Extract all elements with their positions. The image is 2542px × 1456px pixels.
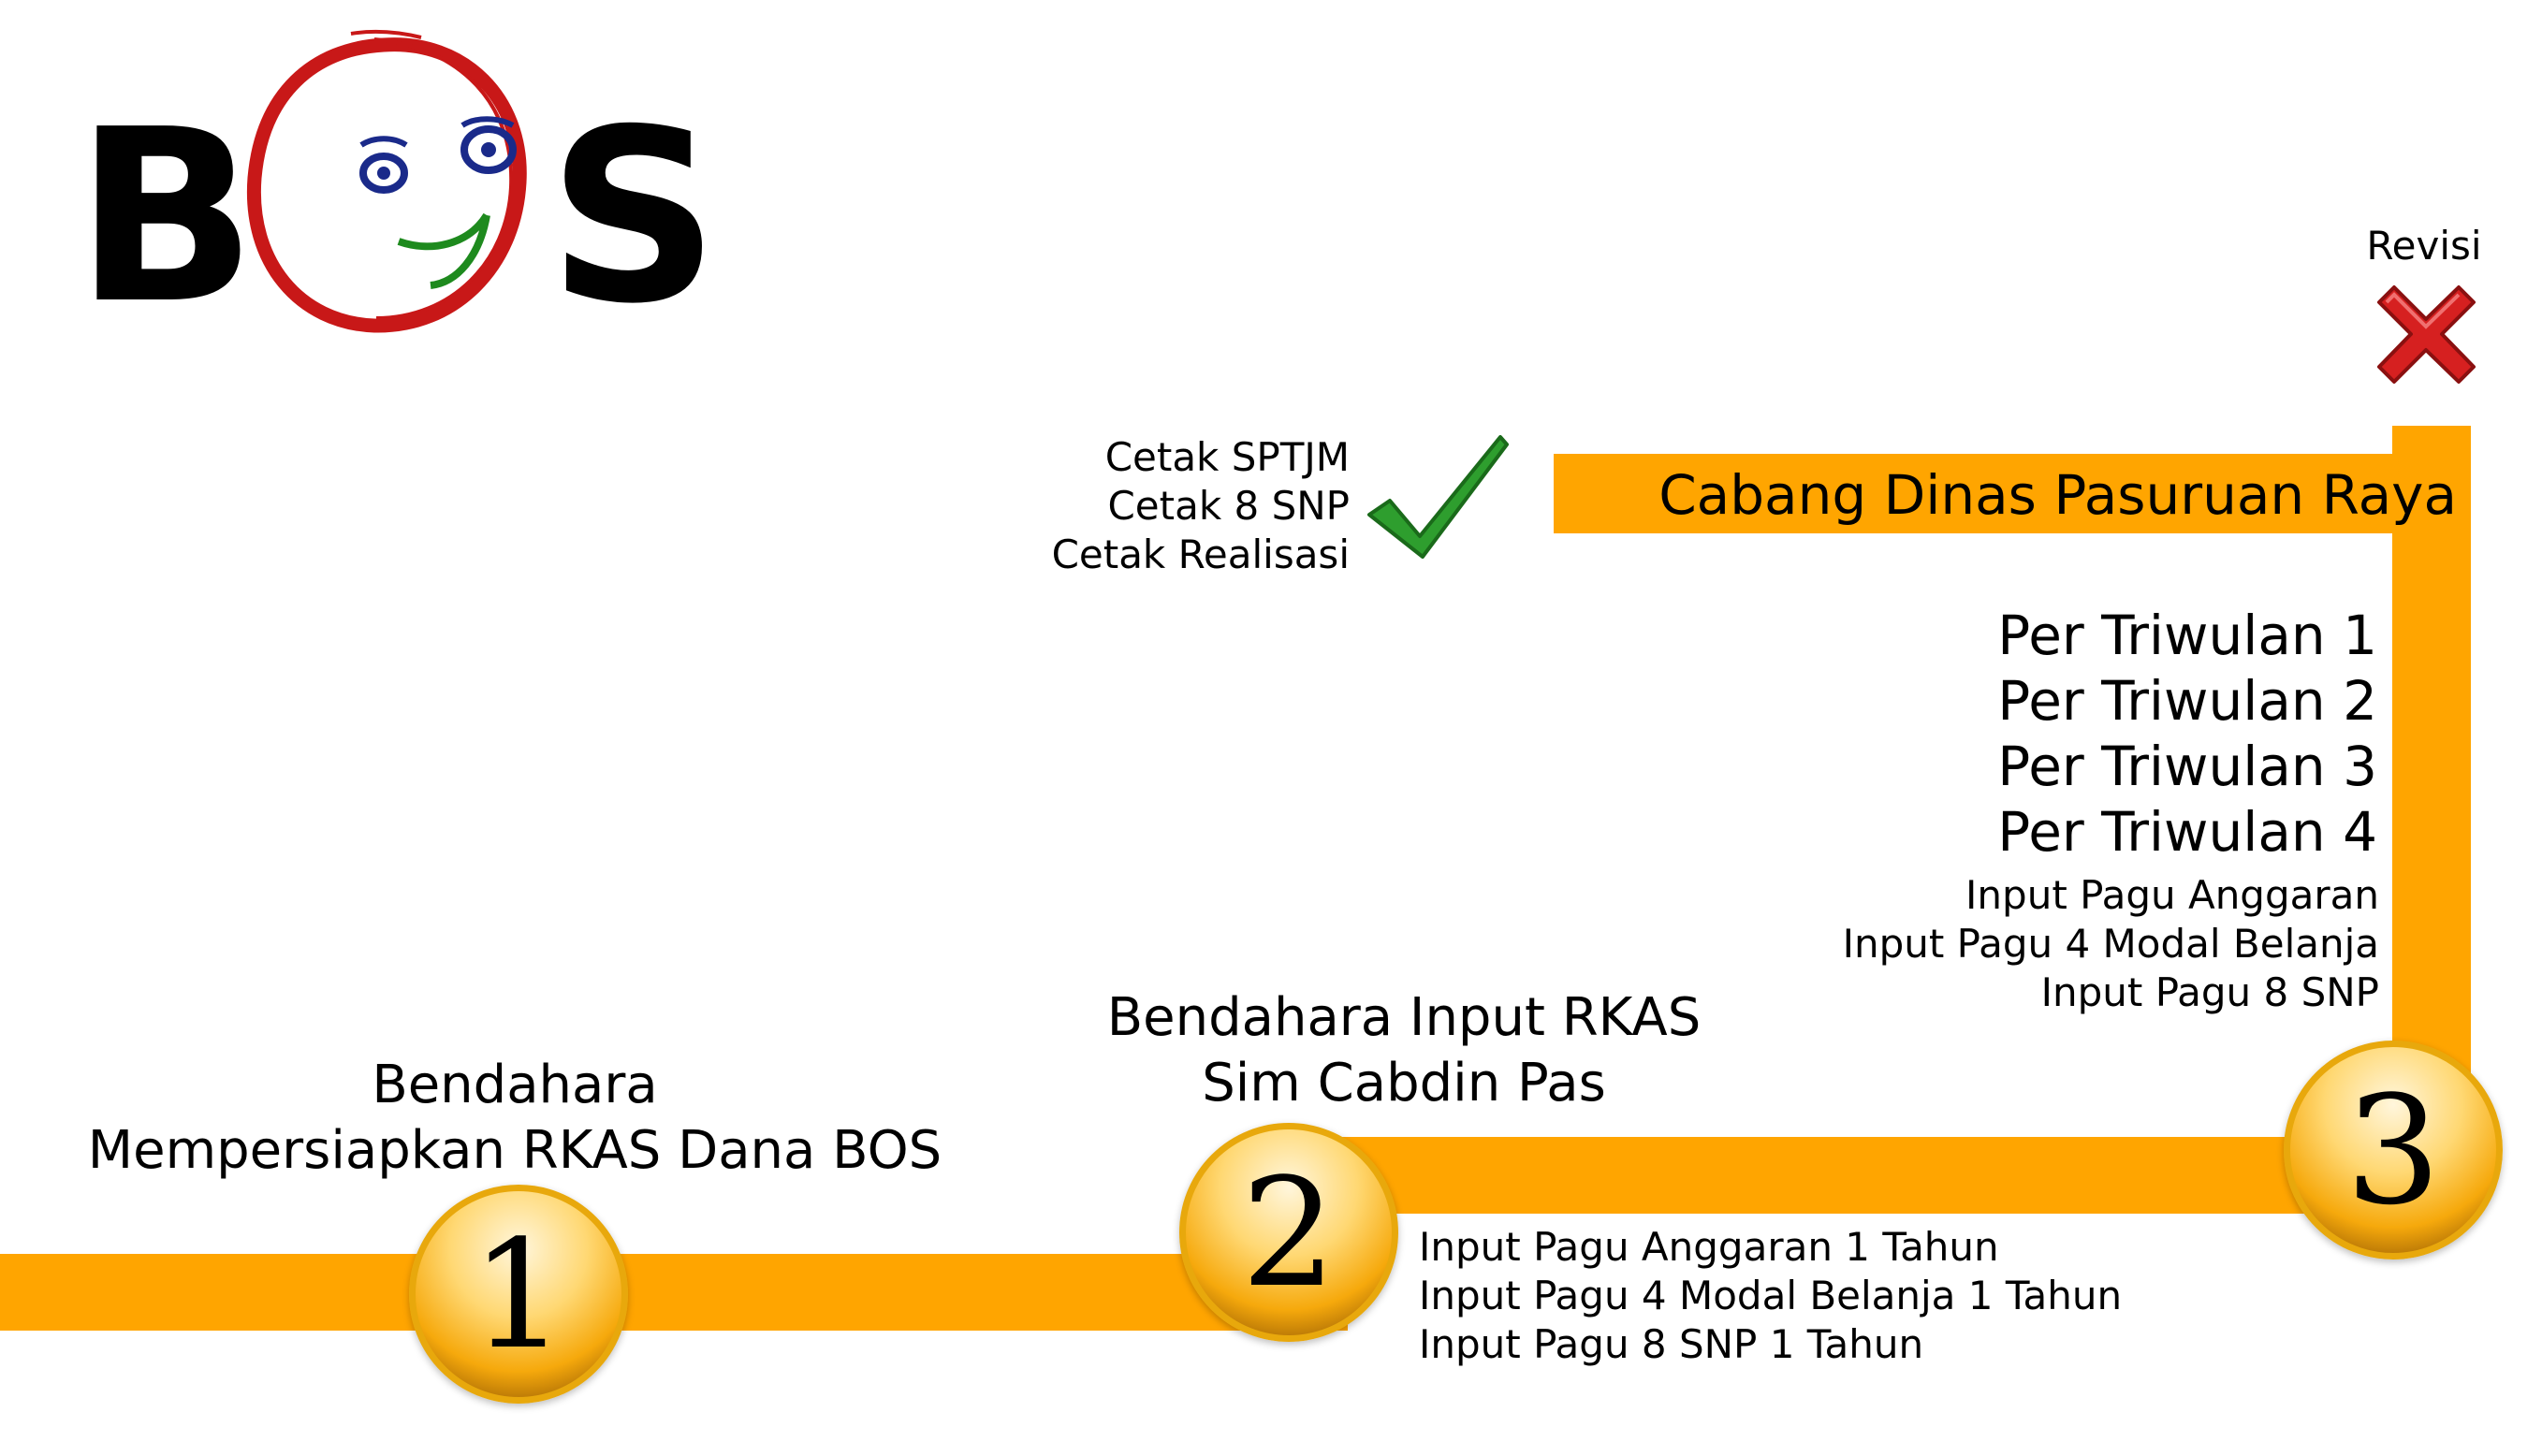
track-segment-1: [0, 1254, 1348, 1331]
approved-item-1: Cetak SPTJM: [1104, 434, 1350, 480]
step1-number: 1: [471, 1206, 566, 1382]
step2-detail-1: Input Pagu Anggaran 1 Tahun: [1419, 1224, 1999, 1270]
step1-badge: 1: [409, 1185, 628, 1404]
triwulan-4: Per Triwulan 4: [1997, 800, 2377, 864]
cross-icon: [2377, 285, 2476, 384]
step3-input-1: Input Pagu Anggaran: [1965, 872, 2379, 918]
logo-letter-b: B: [75, 79, 257, 357]
step3-input-2: Input Pagu 4 Modal Belanja: [1842, 921, 2379, 967]
approved-item-2: Cetak 8 SNP: [1107, 483, 1350, 529]
triwulan-1: Per Triwulan 1: [1997, 604, 2377, 667]
step2-number: 2: [1241, 1144, 1337, 1320]
revisi-label: Revisi: [2366, 223, 2482, 269]
track-segment-2: [1292, 1137, 2471, 1214]
step3-input-3: Input Pagu 8 SNP: [2040, 969, 2379, 1015]
step3-number: 3: [2345, 1062, 2441, 1238]
triwulan-3: Per Triwulan 3: [1997, 735, 2377, 798]
step2-title-line2: Sim Cabdin Pas: [1202, 1053, 1606, 1114]
step1-title-line1: Bendahara: [372, 1055, 658, 1115]
step2-badge: 2: [1179, 1123, 1398, 1342]
smiley-face-icon: [246, 29, 527, 333]
check-icon: [1367, 435, 1509, 559]
logo-letter-s: S: [548, 79, 720, 357]
step2-title-line1: Bendahara Input RKAS: [1106, 987, 1702, 1048]
step2-detail-3: Input Pagu 8 SNP 1 Tahun: [1419, 1321, 1924, 1367]
approved-item-3: Cetak Realisasi: [1051, 531, 1350, 577]
step1-title-line2: Mempersiapkan RKAS Dana BOS: [87, 1120, 942, 1181]
header-label: Cabang Dinas Pasuruan Raya: [1658, 463, 2457, 527]
bos-logo: B S: [56, 28, 720, 357]
triwulan-2: Per Triwulan 2: [1997, 669, 2377, 733]
step2-detail-2: Input Pagu 4 Modal Belanja 1 Tahun: [1419, 1273, 2123, 1318]
step3-badge: 3: [2284, 1041, 2503, 1259]
header-bar: [1554, 454, 2471, 533]
